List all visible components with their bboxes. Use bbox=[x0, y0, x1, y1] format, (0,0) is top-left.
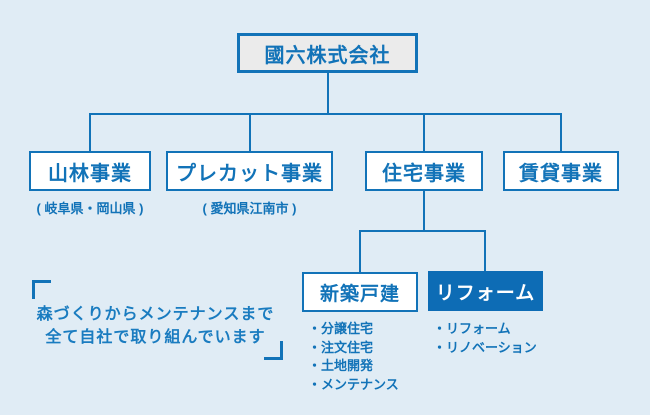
reform-item-list: ・リフォーム ・リノベーション bbox=[433, 320, 537, 357]
list-item: ・分譲住宅 bbox=[308, 321, 374, 336]
org-box-rental: 賃貸事業 bbox=[503, 151, 619, 191]
org-box-precut: プレカット事業 bbox=[166, 151, 333, 191]
list-item: ・注文住宅 bbox=[308, 339, 374, 355]
list-item: ・土地開発 bbox=[308, 358, 374, 373]
caption-precut-location: ( 愛知県江南市 ) bbox=[202, 201, 297, 216]
quote-bracket-bottom-right-icon bbox=[264, 341, 283, 360]
org-root-box: 國六株式会社 bbox=[237, 33, 418, 73]
org-box-forestry: 山林事業 bbox=[29, 151, 151, 191]
new-build-item-list: ・分譲住宅 ・注文住宅 ・土地開発 ・メンテナンス bbox=[308, 320, 399, 394]
connector-drop-precut bbox=[249, 113, 251, 151]
org-box-housing: 住宅事業 bbox=[365, 151, 483, 191]
org-box-housing-label: 住宅事業 bbox=[382, 162, 466, 185]
tagline-line1: 森づくりからメンテナンスまで bbox=[36, 306, 275, 323]
tagline-line2: 全て自社で取り組んでいます bbox=[45, 329, 266, 346]
org-box-new-build-label: 新築戸建 bbox=[319, 283, 400, 305]
org-box-reform-label: リフォーム bbox=[435, 282, 536, 304]
quote-bracket-top-left-icon bbox=[32, 280, 51, 299]
org-box-rental-label: 賃貸事業 bbox=[519, 162, 603, 185]
org-box-precut-label: プレカット事業 bbox=[176, 162, 323, 185]
connector-drop-reform bbox=[484, 230, 486, 271]
connector-drop-housing bbox=[423, 113, 425, 151]
connector-drop-rental bbox=[560, 113, 562, 151]
org-box-forestry-label: 山林事業 bbox=[48, 162, 132, 185]
list-item: ・リノベーション bbox=[433, 339, 537, 355]
connector-level2-horizontal bbox=[359, 230, 486, 232]
connector-drop-forestry bbox=[89, 113, 91, 151]
org-box-reform: リフォーム bbox=[428, 271, 543, 311]
tagline-block: 森づくりからメンテナンスまで 全て自社で取り組んでいます bbox=[28, 280, 283, 360]
list-item: ・リフォーム bbox=[433, 321, 511, 336]
connector-root-down bbox=[327, 73, 329, 113]
connector-level1-horizontal bbox=[89, 113, 562, 115]
org-box-new-build: 新築戸建 bbox=[302, 272, 418, 312]
org-root-label: 國六株式会社 bbox=[264, 44, 391, 67]
connector-housing-down bbox=[423, 191, 425, 230]
list-item: ・メンテナンス bbox=[308, 376, 399, 392]
caption-forestry-location: ( 岐阜県・岡山県 ) bbox=[36, 201, 144, 216]
connector-drop-new-build bbox=[359, 230, 361, 272]
